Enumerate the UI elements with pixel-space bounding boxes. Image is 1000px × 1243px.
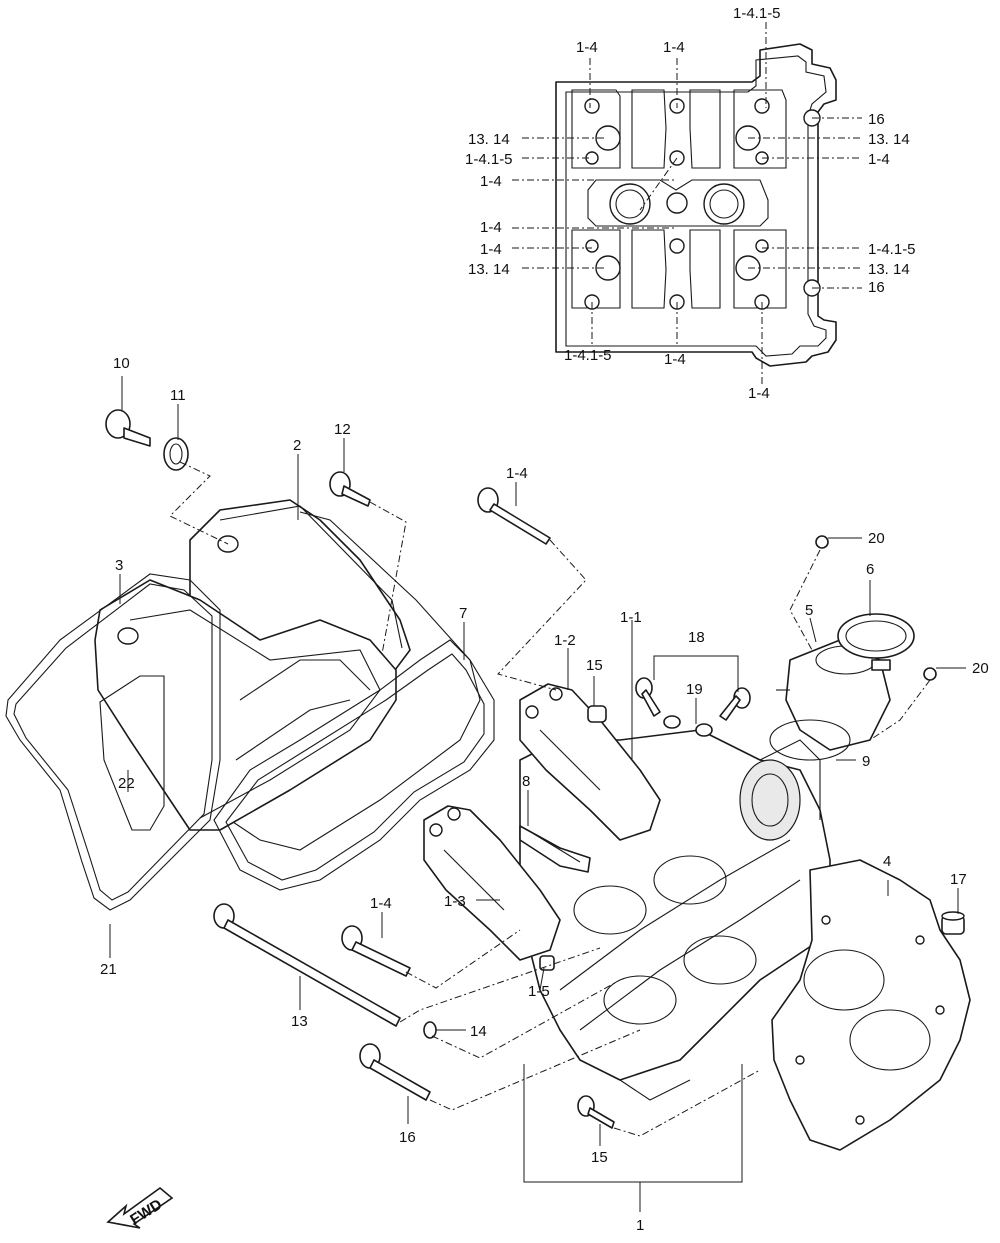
label-1-4-1-5: 1-4.1-5 — [733, 5, 781, 22]
bolt-16 — [359, 1043, 431, 1101]
callout-10: 10 — [113, 355, 130, 372]
spark-plug — [519, 825, 591, 873]
washer-14 — [423, 1021, 437, 1039]
dowel-pin-17 — [941, 911, 965, 935]
callout-11: 11 — [170, 387, 186, 404]
label-1-4: 1-4 — [480, 241, 502, 258]
callout-3: 3 — [115, 557, 123, 574]
washers-19 — [663, 715, 713, 737]
callout-1-4: 1-4 — [506, 465, 528, 482]
callout-1-2: 1-2 — [554, 632, 576, 649]
label-1-4: 1-4 — [576, 39, 598, 56]
bolt-12 — [329, 471, 371, 507]
bolt-15-lower — [577, 1095, 615, 1129]
dowel-15-upper — [587, 705, 607, 723]
callout-2: 2 — [293, 437, 301, 454]
label-1-4-1-5: 1-4.1-5 — [868, 241, 916, 258]
callout-1-1: 1-1 — [620, 609, 642, 626]
washer-11 — [163, 437, 189, 471]
label-1-4: 1-4 — [480, 219, 502, 236]
callout-6: 6 — [866, 561, 874, 578]
label-13-14: 13. 14 — [868, 131, 910, 148]
label-1-4: 1-4 — [480, 173, 502, 190]
bolts-18 — [635, 677, 751, 721]
cover-gasket-inner — [99, 675, 165, 831]
label-1-4: 1-4 — [663, 39, 685, 56]
callout-14: 14 — [470, 1023, 487, 1040]
callout-4: 4 — [883, 853, 891, 870]
head-cover-gasket — [213, 639, 495, 891]
valve-cover-front — [94, 579, 397, 831]
callout-1: 1 — [636, 1217, 644, 1234]
callout-16: 16 — [399, 1129, 416, 1146]
intake-clamp — [837, 613, 915, 671]
callout-15: 15 — [586, 657, 603, 674]
label-1-4: 1-4 — [664, 351, 686, 368]
label-1-4: 1-4 — [868, 151, 890, 168]
callout-19: 19 — [686, 681, 703, 698]
callout-12: 12 — [334, 421, 351, 438]
callout-17: 17 — [950, 871, 967, 888]
intake-o-ring — [769, 719, 851, 761]
bolt-1-4-short — [341, 925, 411, 977]
bolt-13 — [213, 903, 401, 1027]
callout-13: 13 — [291, 1013, 308, 1030]
callout-21: 21 — [100, 961, 117, 978]
cylinder-head-gasket — [771, 859, 971, 1151]
callout-1-4: 1-4 — [370, 895, 392, 912]
callout-20: 20 — [972, 660, 989, 677]
label-1-4: 1-4 — [748, 385, 770, 402]
callout-9: 9 — [862, 753, 870, 770]
cover-gasket-outer — [5, 573, 221, 911]
callout-5: 5 — [805, 602, 813, 619]
bolt-10 — [105, 409, 151, 447]
label-16: 16 — [868, 111, 885, 128]
label-13-14: 13. 14 — [468, 261, 510, 278]
label-16: 16 — [868, 279, 885, 296]
dowel-1-5 — [539, 955, 555, 971]
label-1-4-1-5: 1-4.1-5 — [465, 151, 513, 168]
callout-20: 20 — [868, 530, 885, 547]
label-13-14: 13. 14 — [468, 131, 510, 148]
top-view-labels: 1-4 1-4 1-4.1-5 16 13. 14 13. 14 1-4.1-5… — [465, 5, 916, 402]
fwd-arrow-icon: FWD — [106, 1186, 174, 1229]
callout-22: 22 — [118, 775, 135, 792]
leader-lines — [109, 376, 966, 1212]
bolt-1-4-long — [477, 487, 551, 545]
callout-labels: 10 11 2 12 1-4 3 7 1-2 1-1 18 20 6 5 20 … — [100, 355, 989, 1234]
callout-18: 18 — [688, 629, 705, 646]
callout-7: 7 — [459, 605, 467, 622]
callout-8: 8 — [522, 773, 530, 790]
callout-1-3: 1-3 — [444, 893, 466, 910]
callout-1-5: 1-5 — [528, 983, 550, 1000]
label-13-14: 13. 14 — [868, 261, 910, 278]
callout-15: 15 — [591, 1149, 608, 1166]
top-view-cylinder-head — [512, 22, 862, 384]
label-1-4-1-5: 1-4.1-5 — [564, 347, 612, 364]
